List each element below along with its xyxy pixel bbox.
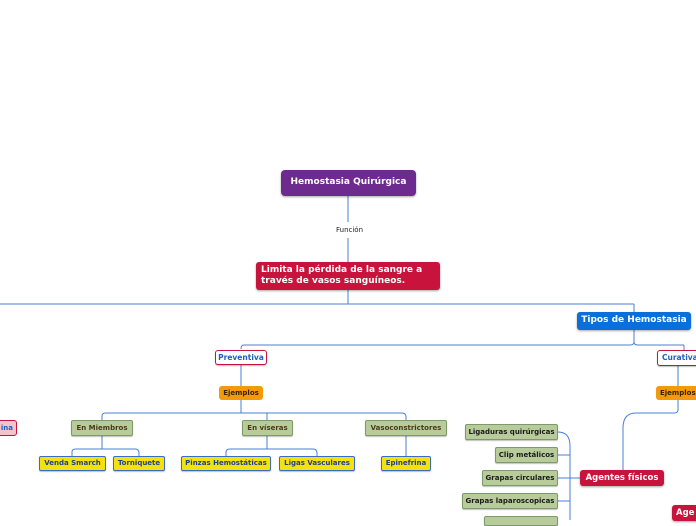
pinzas-hemostaticas-node[interactable]: Pinzas Hemostáticas [181, 456, 271, 471]
venda-smarch-node[interactable]: Venda Smarch [39, 456, 106, 471]
age-partial-node[interactable]: Age [672, 505, 696, 521]
clip-metalicos-node[interactable]: Clip metálicos [495, 447, 558, 463]
ligas-vasculares-node[interactable]: Ligas Vasculares [279, 456, 355, 471]
main-node[interactable]: Limita la pérdida de la sangre a través … [256, 262, 440, 290]
en-visceras-node[interactable]: En víseras [242, 420, 293, 436]
types-node[interactable]: Tipos de Hemostasia [577, 312, 691, 330]
grapas-circulares-node[interactable]: Grapas circulares [482, 470, 558, 486]
ejemplos-curativa-node[interactable]: Ejemplos [656, 386, 696, 400]
partial-bottom-node[interactable] [484, 516, 558, 526]
agentes-fisicos-node[interactable]: Agentes físicos [580, 470, 664, 486]
ligaduras-node[interactable]: Ligaduras quirúrgicas [465, 424, 558, 440]
preventiva-node[interactable]: Preventiva [215, 350, 267, 365]
grapas-laparoscopicas-node[interactable]: Grapas laparoscopicas [462, 493, 558, 509]
vasoconstrictores-node[interactable]: Vasoconstrictores [365, 420, 447, 436]
root-node[interactable]: Hemostasia Quirúrgica [281, 170, 416, 196]
function-label: Función [336, 226, 364, 234]
curativa-node[interactable]: Curativa [657, 350, 696, 366]
en-miembros-node[interactable]: En Miembros [71, 420, 133, 436]
torniquete-node[interactable]: Torniquete [113, 456, 165, 471]
left-partial-node[interactable]: ina [0, 420, 17, 436]
ejemplos-preventiva-node[interactable]: Ejemplos [219, 386, 263, 400]
epinefrina-node[interactable]: Epinefrina [381, 456, 431, 471]
